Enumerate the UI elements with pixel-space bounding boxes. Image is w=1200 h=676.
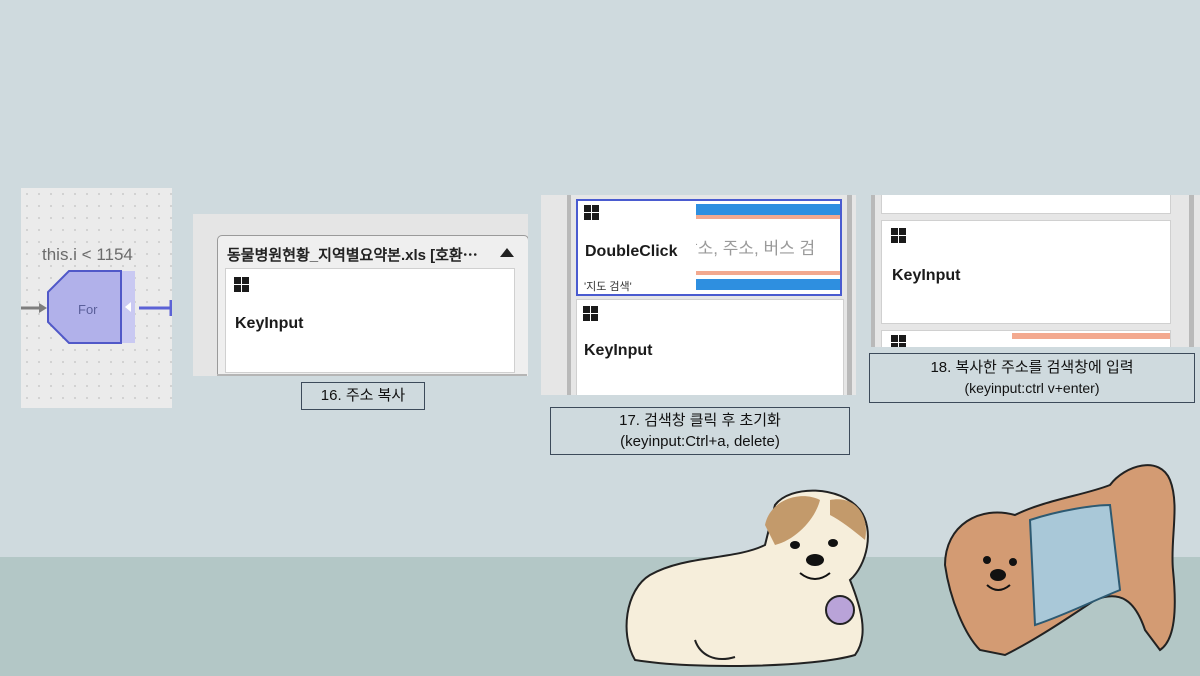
group-rail-right <box>847 195 852 395</box>
doubleclick-action-card[interactable]: DoubleClick '지도 검색' 장소, 주소, 버스 검 <box>576 199 842 296</box>
step16-caption-text: 16. 주소 복사 <box>320 387 406 404</box>
poodle-illustration <box>943 464 1176 657</box>
windows-icon <box>891 335 906 347</box>
previous-action-card[interactable] <box>881 195 1171 214</box>
step17-caption-line1: 17. 검색창 클릭 후 초기화 <box>619 412 781 429</box>
keyinput-action-card[interactable]: KeyInput <box>881 220 1171 324</box>
for-loop-diagram <box>21 270 172 344</box>
command-label: KeyInput <box>584 342 653 359</box>
shih-tzu-illustration <box>625 489 869 668</box>
step16-caption: 16. 주소 복사 <box>301 382 425 410</box>
collapse-arrow-icon <box>125 302 131 312</box>
step18-caption-line1: 18. 복사한 주소를 검색창에 입력 <box>930 359 1134 376</box>
command-label: DoubleClick <box>585 243 678 260</box>
flow-canvas: this.i < 1154 For <box>21 188 172 408</box>
command-label: KeyInput <box>892 267 961 284</box>
keyinput-action-card[interactable]: KeyInput <box>576 299 844 395</box>
target-label: '지도 검색' <box>584 281 632 293</box>
group-bottom-edge <box>217 374 527 376</box>
windows-icon <box>584 205 599 220</box>
step16-panel: 동물병원현황_지역별요약본.xls [호환⋯ KeyInput <box>193 214 528 376</box>
command-label: KeyInput <box>235 315 304 332</box>
incoming-arrow-icon <box>39 303 47 313</box>
loop-condition: this.i < 1154 <box>42 245 133 264</box>
step17-caption-line2: (keyinput:Ctrl+a, delete) <box>620 433 780 450</box>
collapse-up-icon[interactable] <box>500 247 514 257</box>
for-node-label[interactable]: For <box>78 302 98 317</box>
for-node-shape <box>47 270 122 344</box>
excel-group-title: 동물병원현황_지역별요약본.xls [호환⋯ <box>227 247 478 264</box>
group-rail-left <box>871 195 875 347</box>
search-placeholder-preview: 장소, 주소, 버스 검 <box>696 239 816 258</box>
keyinput-action-card[interactable]: KeyInput <box>225 268 515 373</box>
next-action-card[interactable] <box>881 330 1171 347</box>
step18-panel: KeyInput <box>871 195 1200 347</box>
group-rail-right <box>1189 195 1194 347</box>
windows-icon <box>891 228 906 243</box>
step17-panel: DoubleClick '지도 검색' 장소, 주소, 버스 검 KeyInpu… <box>541 195 856 395</box>
step18-caption-line2: (keyinput:ctrl v+enter) <box>964 380 1100 396</box>
windows-icon <box>234 277 249 292</box>
step18-caption: 18. 복사한 주소를 검색창에 입력 (keyinput:ctrl v+ent… <box>869 353 1195 403</box>
windows-icon <box>583 306 598 321</box>
search-box-preview: 장소, 주소, 버스 검 <box>696 201 840 294</box>
step17-caption: 17. 검색창 클릭 후 초기화 (keyinput:Ctrl+a, delet… <box>550 407 850 455</box>
group-rail-left <box>567 195 571 395</box>
